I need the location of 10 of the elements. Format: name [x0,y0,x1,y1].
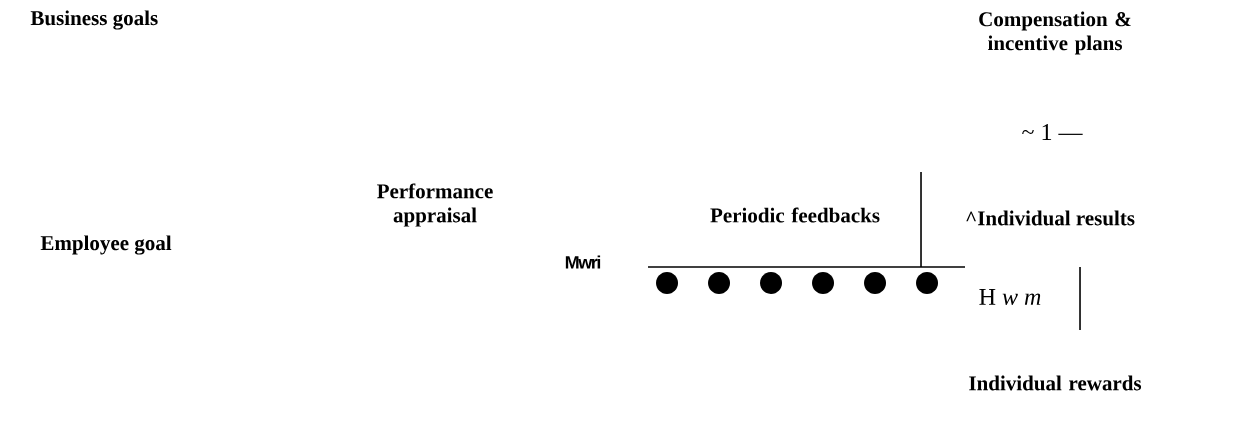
heading-label: Periodic feedbacks [710,207,880,223]
heading-label: Compensation & incentive plans [979,11,1131,55]
text-label: H w m [979,289,1041,305]
text-label: Mwri [565,255,601,269]
heading-label: Performance appraisal [377,183,493,227]
heading-label: ^Individual results [966,210,1135,226]
heading-label: Individual rewards [969,375,1142,391]
heading-label: Business goals [30,10,158,30]
heading-label: Employee goal [40,235,172,255]
text-label: ~ 1 — [1022,124,1083,140]
